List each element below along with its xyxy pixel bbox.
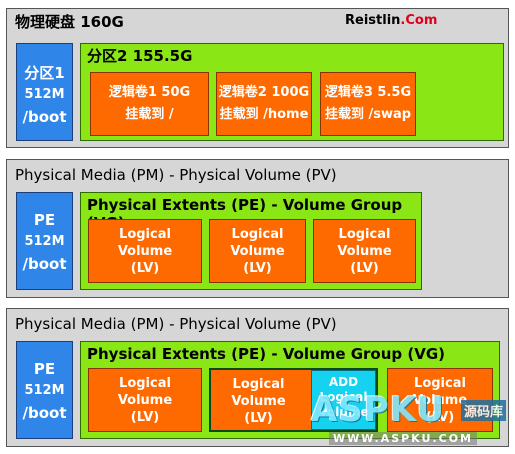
vg1-lv-2-line3: (LV): [243, 261, 272, 276]
pe-label-1: PE: [33, 211, 56, 229]
partition1-name: 分区1: [24, 64, 65, 82]
partition1-box: 分区1 512M /boot: [16, 43, 73, 141]
pm-pv-panel-2: Physical Media (PM) - Physical Volume (P…: [6, 308, 509, 447]
pe-size-2: 512M: [24, 383, 65, 398]
vg1-lv-1-line1: Logical: [119, 227, 171, 242]
vg1-lv-3-line1: Logical: [338, 227, 391, 242]
add-lv-line1: ADD: [328, 375, 359, 389]
pe-label-2: PE: [33, 360, 56, 378]
pm-pv-panel-1: Physical Media (PM) - Physical Volume (P…: [6, 159, 509, 298]
vg2-lv-2-line3: (LV): [244, 411, 273, 426]
brand-suffix: .Com: [400, 13, 438, 28]
pe-mount-1: /boot: [22, 255, 67, 273]
lv1-size: 逻辑卷1 50G: [108, 85, 191, 100]
partition1-size: 512M: [24, 87, 65, 102]
physical-disk-panel: 物理硬盘 160G Reistlin.Com 分区1 512M /boot 分区…: [6, 8, 509, 148]
brand-label: Reistlin.Com: [345, 13, 437, 28]
vg1-lv-3-line2: Volume: [337, 244, 392, 259]
logical-volume-3: 逻辑卷3 5.5G 挂载到 /swap: [320, 72, 416, 136]
physical-disk-title: 物理硬盘 160G: [15, 13, 124, 31]
vg1-lv-1-line3: (LV): [130, 261, 160, 276]
volume-group-1: Physical Extents (PE) - Volume Group (VG…: [80, 192, 422, 290]
lv1-mount: 挂载到 /: [125, 107, 174, 122]
vg1-lv-1: Logical Volume (LV): [88, 219, 202, 283]
logical-volume-1: 逻辑卷1 50G 挂载到 /: [90, 72, 209, 136]
brand-prefix: Reistlin: [345, 13, 401, 28]
pm-pv-title-2: Physical Media (PM) - Physical Volume (P…: [15, 315, 337, 333]
vg2-lv-3-line1: Logical: [414, 376, 466, 391]
vg2-lv-3-line2: Volume: [412, 393, 468, 408]
pe-mount-2: /boot: [22, 404, 67, 422]
add-lv-line3: Volume: [318, 405, 369, 419]
lv2-size: 逻辑卷2 100G: [218, 85, 310, 100]
vg2-lv-3-line3: (LV): [425, 410, 455, 425]
vg2-lv-1-line2: Volume: [117, 393, 173, 408]
vg1-lv-3: Logical Volume (LV): [313, 219, 416, 283]
vg2-lv-2-line1: Logical: [232, 377, 285, 392]
vg2-lv-3: Logical Volume (LV): [387, 368, 493, 432]
pm-pv-title-1: Physical Media (PM) - Physical Volume (P…: [15, 166, 337, 184]
vg1-lv-2: Logical Volume (LV): [209, 219, 306, 283]
add-lv-line2: Logical: [319, 390, 368, 404]
vg1-lv-2-line1: Logical: [231, 227, 284, 242]
vg2-lv-1-line3: (LV): [130, 410, 160, 425]
pe-box-2: PE 512M /boot: [16, 341, 73, 439]
volume-group-2: Physical Extents (PE) - Volume Group (VG…: [80, 341, 500, 439]
lv3-size: 逻辑卷3 5.5G: [324, 85, 412, 100]
vg2-lv-1-line1: Logical: [119, 376, 171, 391]
logical-volume-2: 逻辑卷2 100G 挂载到 /home: [216, 72, 312, 136]
vg2-lv-2-line2: Volume: [231, 394, 286, 409]
vg1-lv-3-line3: (LV): [350, 261, 379, 276]
add-logical-volume: ADD Logical Volume: [311, 370, 376, 430]
lv3-mount: 挂载到 /swap: [324, 107, 412, 122]
lv2-mount: 挂载到 /home: [219, 107, 309, 122]
pe-box-1: PE 512M /boot: [16, 192, 73, 290]
vg-title-2: Physical Extents (PE) - Volume Group (VG…: [87, 345, 446, 363]
vg1-lv-1-line2: Volume: [117, 244, 173, 259]
pe-size-1: 512M: [24, 234, 65, 249]
partition2-box: 分区2 155.5G 逻辑卷1 50G 挂载到 / 逻辑卷2 100G 挂载到 …: [80, 43, 504, 141]
partition1-mount: /boot: [22, 108, 67, 126]
vg2-lv-1: Logical Volume (LV): [88, 368, 202, 432]
partition2-title: 分区2 155.5G: [87, 47, 193, 65]
vg1-lv-2-line2: Volume: [230, 244, 285, 259]
